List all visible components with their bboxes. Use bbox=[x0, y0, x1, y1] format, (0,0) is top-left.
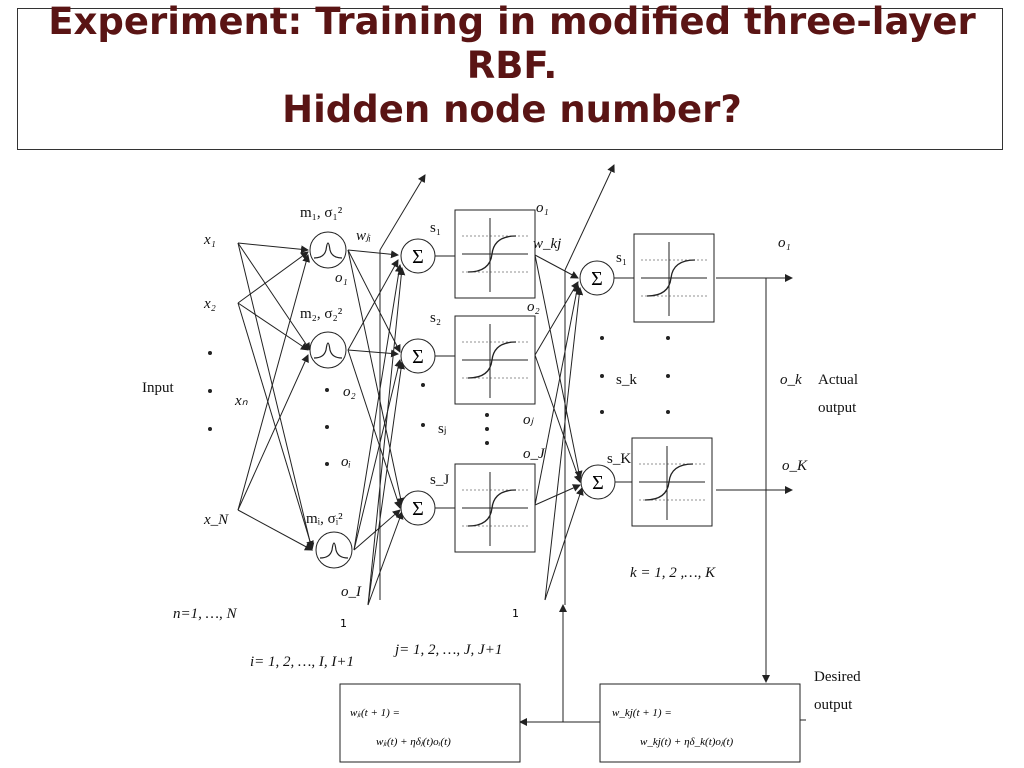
rbf-oi-label: oᵢ bbox=[341, 454, 351, 470]
rbf-param-2-label: m₂, σ₂² bbox=[300, 306, 343, 322]
title-line-3: Hidden node number? bbox=[282, 88, 742, 131]
desired-output-line-1: Desired bbox=[814, 669, 861, 685]
input-x1-label: x₁ bbox=[203, 232, 216, 248]
title-line-2: RBF. bbox=[466, 44, 558, 87]
input-label: Input bbox=[142, 380, 174, 396]
output-sk-label: s_k bbox=[616, 372, 637, 388]
output-update-rule-line-1: w_kj(t + 1) = bbox=[612, 707, 672, 719]
hidden-range-label: j= 1, 2, …, J, J+1 bbox=[393, 642, 502, 658]
rbf-node-1 bbox=[309, 231, 347, 269]
hidden-sum-node-2: Σ bbox=[400, 338, 455, 374]
hidden-sum-node-J: Σ bbox=[400, 490, 455, 526]
hidden-update-rule-line-2: wⱼᵢ(t) + ηδⱼ(t)oᵢ(t) bbox=[376, 736, 451, 748]
output-ok-label: o_k bbox=[780, 372, 802, 388]
output-range-label: k = 1, 2 ,…, K bbox=[630, 565, 716, 581]
rbf-o2-label: o₂ bbox=[343, 384, 356, 400]
diagram-labels: x₁ x₂ Input xₙ x_N n=1, …, N m₁, σ₁² m₂,… bbox=[142, 200, 861, 713]
hidden-sJ-label: s_J bbox=[430, 472, 449, 488]
sum-symbol: Σ bbox=[412, 498, 424, 520]
sum-symbol: Σ bbox=[592, 472, 604, 494]
title-line-1: Experiment: Training in modified three-l… bbox=[48, 0, 976, 43]
output-activation-box-1 bbox=[633, 233, 715, 323]
hidden-update-rule-line-1: wⱼᵢ(t + 1) = bbox=[350, 707, 400, 719]
hidden-o1-label: o₁ bbox=[536, 200, 549, 216]
input-x2-label: x₂ bbox=[203, 296, 216, 312]
hidden-weight-label: wⱼᵢ bbox=[356, 228, 371, 244]
rbf-node-I bbox=[315, 531, 353, 569]
rbf-oI-label: o_I bbox=[341, 584, 362, 600]
hidden-activation-box-J bbox=[454, 463, 536, 553]
output-sum-node-1: Σ bbox=[579, 260, 634, 296]
input-to-rbf-connections bbox=[237, 242, 315, 551]
actual-output-line-1: Actual bbox=[818, 372, 858, 388]
hidden-activation-box-2 bbox=[454, 315, 536, 405]
output-activation-box-K bbox=[631, 437, 713, 527]
hidden-weight-update-box: wⱼᵢ(t + 1) = wⱼᵢ(t) + ηδⱼ(t)oᵢ(t) bbox=[339, 683, 521, 763]
sum-symbol: Σ bbox=[412, 246, 424, 268]
title-box bbox=[17, 8, 1003, 150]
desired-output-line-2: output bbox=[814, 697, 853, 713]
rbf-bias-label: 1 bbox=[340, 617, 347, 630]
ellipsis-dots bbox=[208, 336, 670, 466]
hidden-oj-label: oⱼ bbox=[523, 412, 535, 428]
hidden-o2-label: o₂ bbox=[527, 299, 540, 315]
rbf-to-hidden-connections bbox=[347, 174, 426, 606]
hidden-activation-box-1 bbox=[454, 209, 536, 299]
input-xN-label: x_N bbox=[203, 512, 229, 528]
output-sum-node-K: Σ bbox=[580, 464, 632, 500]
rbf-param-I-label: mᵢ, σᵢ² bbox=[306, 511, 343, 527]
rbf-range-label: i= 1, 2, …, I, I+1 bbox=[250, 654, 354, 670]
sum-symbol: Σ bbox=[591, 268, 603, 290]
rbf-param-1-label: m₁, σ₁² bbox=[300, 205, 343, 221]
actual-output-line-2: output bbox=[818, 400, 857, 416]
output-sK-label: s_K bbox=[607, 451, 631, 467]
output-weight-update-box: w_kj(t + 1) = w_kj(t) + ηδ_k(t)oⱼ(t) bbox=[599, 683, 801, 763]
input-range-label: n=1, …, N bbox=[173, 606, 237, 622]
output-oK-label: o_K bbox=[782, 458, 808, 474]
hidden-sj-label: sⱼ bbox=[438, 421, 446, 437]
output-weight-label: w_kj bbox=[533, 236, 561, 252]
hidden-sum-node-1: Σ bbox=[400, 238, 455, 274]
output-o1-label: o₁ bbox=[778, 235, 791, 251]
rbf-node-2 bbox=[309, 331, 347, 369]
hidden-s2-label: s₂ bbox=[430, 310, 441, 326]
input-xn-label: xₙ bbox=[234, 393, 249, 409]
hidden-bias-label: 1 bbox=[512, 607, 519, 620]
sum-symbol: Σ bbox=[412, 346, 424, 368]
slide-title: Experiment: Training in modified three-l… bbox=[0, 0, 1024, 132]
output-s1-label: s₁ bbox=[616, 250, 627, 266]
output-update-rule-line-2: w_kj(t) + ηδ_k(t)oⱼ(t) bbox=[640, 736, 734, 748]
hidden-s1-label: s₁ bbox=[430, 220, 441, 236]
hidden-oJ-label: o_J bbox=[523, 446, 546, 462]
hidden-to-output-connections bbox=[534, 164, 615, 605]
rbf-o1-label: o₁ bbox=[335, 270, 348, 286]
